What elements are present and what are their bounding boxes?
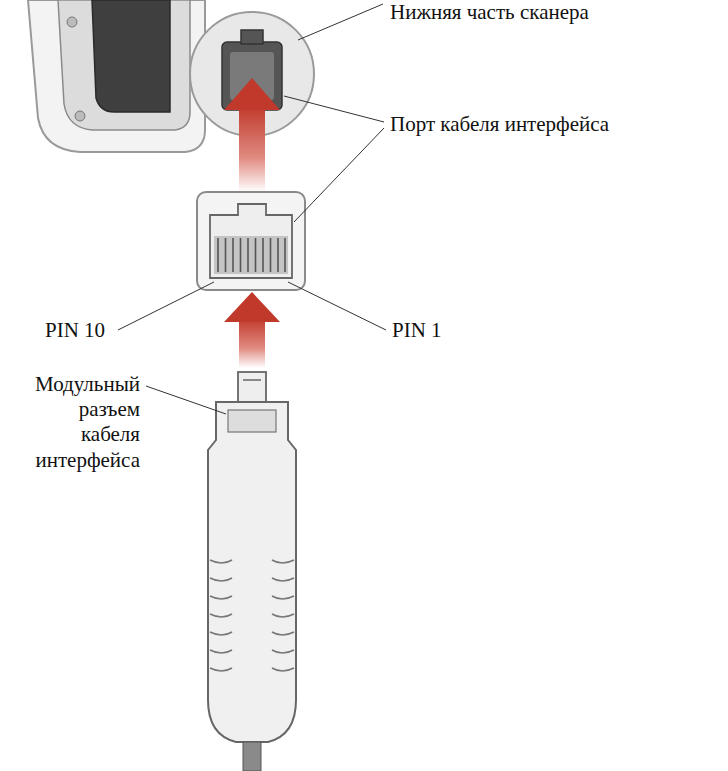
part-label: Модульный разъем кабеля интерфейса [35, 372, 140, 473]
scanner-body [28, 0, 205, 152]
pin-label: PIN 10 [45, 318, 105, 343]
part-label: Нижняя часть сканера [390, 0, 589, 25]
port-closeup [197, 192, 305, 290]
leader-lines [118, 4, 386, 414]
pin-label: PIN 1 [392, 318, 442, 343]
insert-arrow [224, 78, 280, 192]
insert-arrow [224, 292, 280, 368]
modular-plug [208, 372, 296, 771]
part-label: Порт кабеля интерфейса [390, 112, 609, 137]
